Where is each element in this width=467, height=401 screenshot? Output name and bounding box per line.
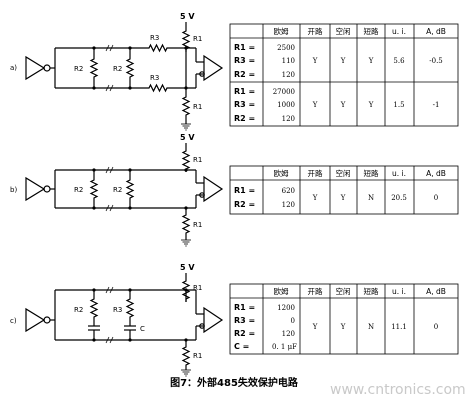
table-a-header-adb: A, dB [426, 27, 446, 36]
table-c-adb-cell: 0 [434, 323, 438, 331]
r2-right-label: R2 [113, 65, 122, 73]
table-b-header-ohm: 欧姆 [274, 168, 289, 178]
table-a-header-ui: u. i. [392, 27, 406, 36]
r1-bottom-label-a: R1 [193, 103, 202, 111]
table-a-row-label: R3 = [234, 56, 255, 65]
table-c-idle-cell: Y [340, 323, 346, 331]
table-b-header-short: 短路 [364, 168, 379, 178]
table-a-ohm-cell: 120 [282, 71, 295, 79]
circuit-c-label: c) [10, 317, 17, 325]
table-a-short-cell: Y [368, 57, 374, 65]
table-c-header-idle: 空闲 [336, 286, 351, 296]
capacitor-label-c: C [140, 325, 145, 333]
table-a-row-label: R2 = [234, 114, 255, 123]
table-a-header-short: 短路 [364, 26, 379, 36]
table-a-header-ohm: 欧姆 [274, 26, 289, 36]
table-c: 欧姆 开路 空闲 短路 u. i. A, dB R1 = R3 = R2 = C… [229, 283, 459, 355]
r2-left-label: R2 [74, 65, 83, 73]
r2-right-label-b: R2 [113, 186, 122, 194]
receiver-c-symbol [203, 306, 224, 334]
table-b: 欧姆 开路 空闲 短路 u. i. A, dB R1 = R2 = 620 12… [229, 165, 459, 215]
table-c-short-cell: N [368, 323, 374, 331]
table-a-short-cell: Y [368, 101, 374, 109]
driver-a-symbol [25, 55, 46, 81]
r2-left-label-b: R2 [74, 186, 83, 194]
table-a-header-open: 开路 [308, 26, 323, 36]
table-b-row-label: R2 = [234, 200, 255, 209]
receiver-b-symbol [203, 175, 224, 203]
circuit-a-label: a) [10, 64, 17, 72]
table-c-open-cell: Y [312, 323, 318, 331]
table-a-ui-cell: 5.6 [393, 57, 405, 65]
r1-bottom-label-c: R1 [193, 352, 202, 360]
table-c-header-ui: u. i. [392, 287, 406, 296]
table-a-idle-cell: Y [340, 57, 346, 65]
table-a-ohm-cell: 27000 [273, 88, 295, 96]
table-a-open-cell: Y [312, 101, 318, 109]
driver-b-symbol [25, 176, 46, 202]
table-a-adb-cell: -1 [433, 101, 440, 109]
table-c-header-short: 短路 [364, 286, 379, 296]
table-a-header-idle: 空闲 [336, 26, 351, 36]
r2-left-label-c: R2 [74, 306, 83, 314]
table-b-ui-cell: 20.5 [391, 194, 407, 202]
r3-left-label-c: R3 [113, 306, 122, 314]
r1-top-label-a: R1 [193, 35, 202, 43]
r1-top-label-c: R1 [193, 284, 202, 292]
table-a-ohm-cell: 120 [282, 115, 295, 123]
vcc-label-a: 5 V [180, 12, 195, 21]
table-b-idle-cell: Y [340, 194, 346, 202]
r1-bottom-label-b: R1 [193, 221, 202, 229]
table-a-row-label: R3 = [234, 100, 255, 109]
circuit-a: a) R2 R2 R3 R3 5 V [10, 12, 224, 131]
table-a-row-label: R1 = [234, 87, 255, 96]
table-b-header-open: 开路 [308, 168, 323, 178]
table-a-adb-cell: -0.5 [429, 57, 443, 65]
table-a-open-cell: Y [312, 57, 318, 65]
table-a-ui-cell: 1.5 [393, 101, 404, 109]
r1-top-label-b: R1 [193, 156, 202, 164]
table-a-idle-cell: Y [340, 101, 346, 109]
vcc-label-b: 5 V [180, 133, 195, 142]
table-a: 欧姆 开路 空闲 短路 u. i. A, dB R1 = R3 = R2 = R… [229, 23, 459, 127]
table-c-row-label: R2 = [234, 329, 255, 338]
table-b-row-label: R1 = [234, 186, 255, 195]
table-c-ohm-cell: 0. 1 μF [272, 343, 297, 351]
table-b-header-ui: u. i. [392, 169, 406, 178]
table-c-ohm-cell: 0 [291, 317, 295, 325]
table-b-ohm-cell: 620 [282, 187, 295, 195]
table-b-short-cell: N [368, 194, 374, 202]
r3-top-label: R3 [150, 34, 159, 42]
table-c-header-open: 开路 [308, 286, 323, 296]
table-c-header-ohm: 欧姆 [274, 286, 289, 296]
circuit-c: c) R2 R3 C 5 V R1 [10, 263, 224, 377]
table-c-row-label: C = [234, 342, 249, 351]
table-c-ui-cell: 11.1 [391, 323, 407, 331]
table-c-ohm-cell: 1200 [277, 304, 295, 312]
table-a-row-label: R1 = [234, 43, 255, 52]
vcc-label-c: 5 V [180, 263, 195, 272]
table-c-ohm-cell: 120 [282, 330, 295, 338]
figure-caption: 图7：外部485失效保护电路 [170, 376, 299, 389]
circuit-b-label: b) [10, 186, 17, 194]
table-a-ohm-cell: 110 [282, 57, 295, 65]
table-a-ohm-cell: 2500 [277, 44, 295, 52]
table-b-ohm-cell: 120 [282, 201, 295, 209]
watermark: www.cntronics.com [330, 382, 466, 398]
table-a-row-label: R2 = [234, 70, 255, 79]
table-b-header-adb: A, dB [426, 169, 446, 178]
table-c-row-label: R1 = [234, 303, 255, 312]
table-a-ohm-cell: 1000 [277, 101, 295, 109]
table-b-open-cell: Y [312, 194, 318, 202]
r3-bottom-label: R3 [150, 74, 159, 82]
driver-c-symbol [25, 307, 46, 333]
circuit-b: b) R2 R2 5 V R1 R1 [10, 133, 224, 247]
table-c-row-label: R3 = [234, 316, 255, 325]
receiver-a-symbol [203, 54, 224, 82]
table-b-header-idle: 空闲 [336, 168, 351, 178]
table-b-adb-cell: 0 [434, 194, 438, 202]
table-c-header-adb: A, dB [426, 287, 446, 296]
